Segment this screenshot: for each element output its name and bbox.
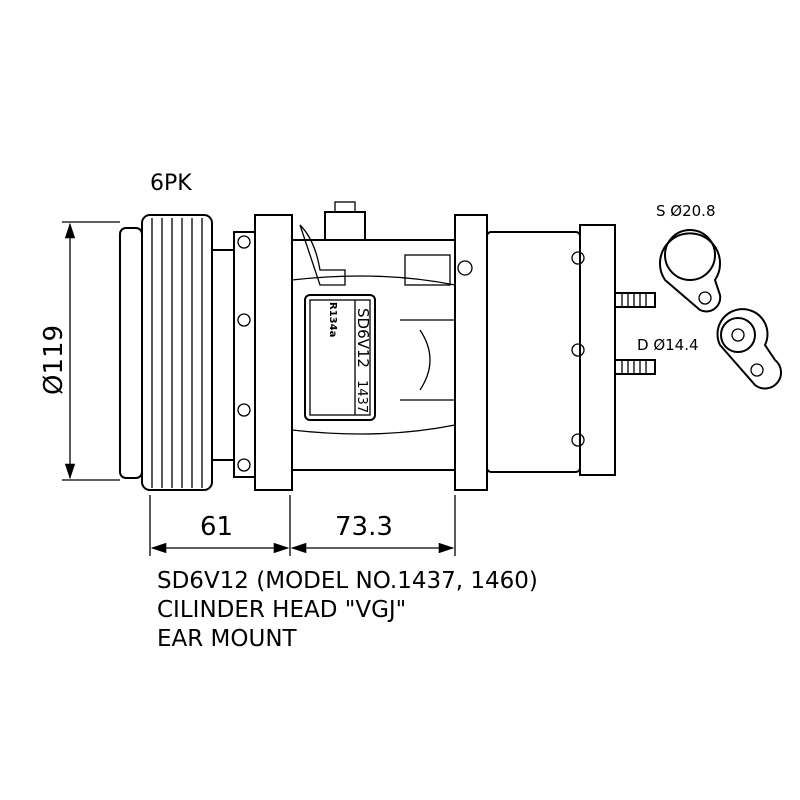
label-plate-model: SD6V12 [354,308,372,368]
label-plate-refrigerant: R134a [327,302,338,337]
stud-lower [614,359,656,375]
diameter-label: Ø119 [39,325,69,395]
description: SD6V12 (MODEL NO.1437, 1460) CILINDER HE… [157,568,538,652]
suction-label: S Ø20.8 [656,202,716,220]
compressor-body: SD6V12 1437 R134a [291,201,473,471]
discharge-label: D Ø14.4 [637,336,699,354]
discharge-gasket [716,308,782,390]
belt-label: 6PK [150,171,192,196]
pulley [119,214,235,491]
front-flange [233,214,293,491]
dim-pulley-label: 61 [200,512,233,542]
description-line: SD6V12 (MODEL NO.1437, 1460) [157,568,538,594]
dimension-length: 61 73.3 [149,495,456,556]
label-plate-number: 1437 [354,380,369,413]
description-line: CILINDER HEAD "VGJ" [157,597,406,623]
dim-body-label: 73.3 [335,512,393,542]
rear-housing [454,214,656,491]
stud-upper [614,292,656,308]
suction-gasket [659,229,722,313]
description-line: EAR MOUNT [157,626,298,652]
dimension-diameter: Ø119 [39,221,120,481]
